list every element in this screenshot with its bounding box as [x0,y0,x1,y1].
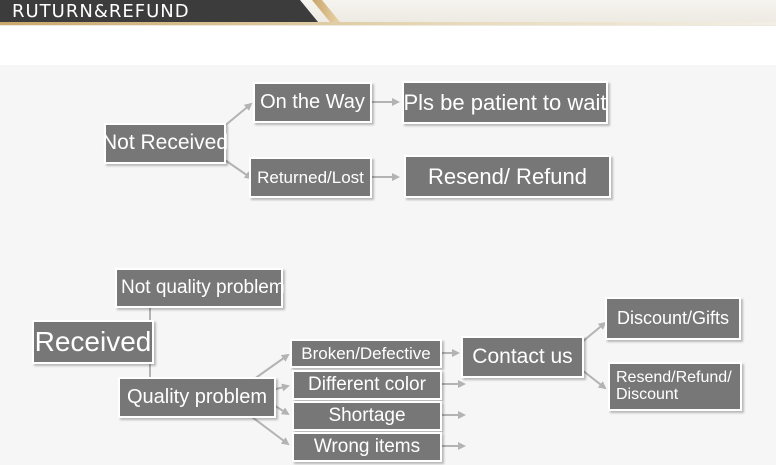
on-the-way-box: On the Way [253,82,372,123]
broken-defective-box: Broken/Defective [290,339,442,368]
resend-refund-discount-box: Resend/Refund/ Discount [608,362,742,411]
returned-lost-box: Returned/Lost [249,157,372,198]
arrow-quality-to-wrong [247,413,290,446]
patient-wait-box: Pls be patient to wait [402,81,608,124]
contact-us-box: Contact us [461,336,584,378]
page-title: RUTURN&REFUND [12,1,190,22]
discount-gifts-box: Discount/Gifts [605,297,741,340]
arrow-contact-to-resend-refund [581,369,607,390]
header-underline [0,22,776,25]
arrow-not-received-to-returned [221,157,253,180]
wrong-items-box: Wrong items [292,432,442,462]
not-quality-problem-box: Not quality problem [115,268,285,308]
header-banner: RUTURN&REFUND [0,0,776,26]
not-received-box: Not Received [102,123,228,164]
shortage-box: Shortage [292,401,442,431]
quality-problem-box: Quality problem [118,377,276,418]
header-tab [0,0,318,22]
arrow-not-received-to-on-the-way [221,102,253,129]
resend-refund-box: Resend/ Refund [404,155,611,198]
received-box: Received [32,320,154,364]
different-color-box: Different color [292,370,442,400]
arrow-contact-to-discount [581,321,607,343]
